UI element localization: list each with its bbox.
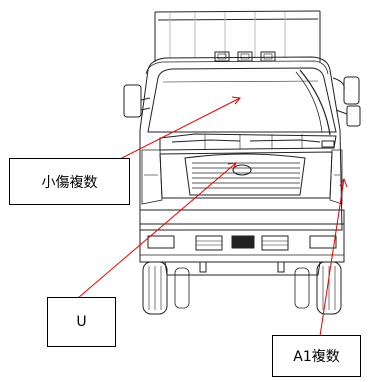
- rear-wheels: [174, 267, 310, 309]
- left-mirror: [123, 84, 151, 118]
- roof-marker-lights: [214, 51, 276, 62]
- lower-apron: [164, 261, 321, 276]
- left-front-wheel: [142, 261, 168, 315]
- leader-line-u: [77, 162, 237, 299]
- cab-body: [139, 56, 343, 231]
- right-front-wheel: [316, 261, 342, 315]
- leader-arrowhead-minor-damage: [231, 96, 241, 105]
- callout-minor-damage-label: 小傷複数: [41, 174, 98, 191]
- front-bumper: [139, 209, 345, 263]
- cowl-and-wipers: [159, 133, 337, 151]
- callout-u: U: [47, 297, 116, 347]
- front-grille: [159, 151, 333, 199]
- leader-arrowhead-u: [227, 162, 237, 171]
- cargo-box: [154, 10, 321, 62]
- callout-minor-damage: 小傷複数: [9, 158, 130, 205]
- leader-line-minor-damage: [117, 97, 241, 161]
- right-mirror: [332, 76, 361, 127]
- callout-u-label: U: [76, 314, 87, 330]
- callout-a1-label: A1複数: [293, 349, 340, 365]
- leader-arrowhead-a1: [339, 177, 348, 188]
- callout-a1: A1複数: [272, 335, 361, 377]
- leader-line-a1: [319, 178, 345, 337]
- windshield: [147, 67, 337, 136]
- cab-corners: [141, 149, 343, 205]
